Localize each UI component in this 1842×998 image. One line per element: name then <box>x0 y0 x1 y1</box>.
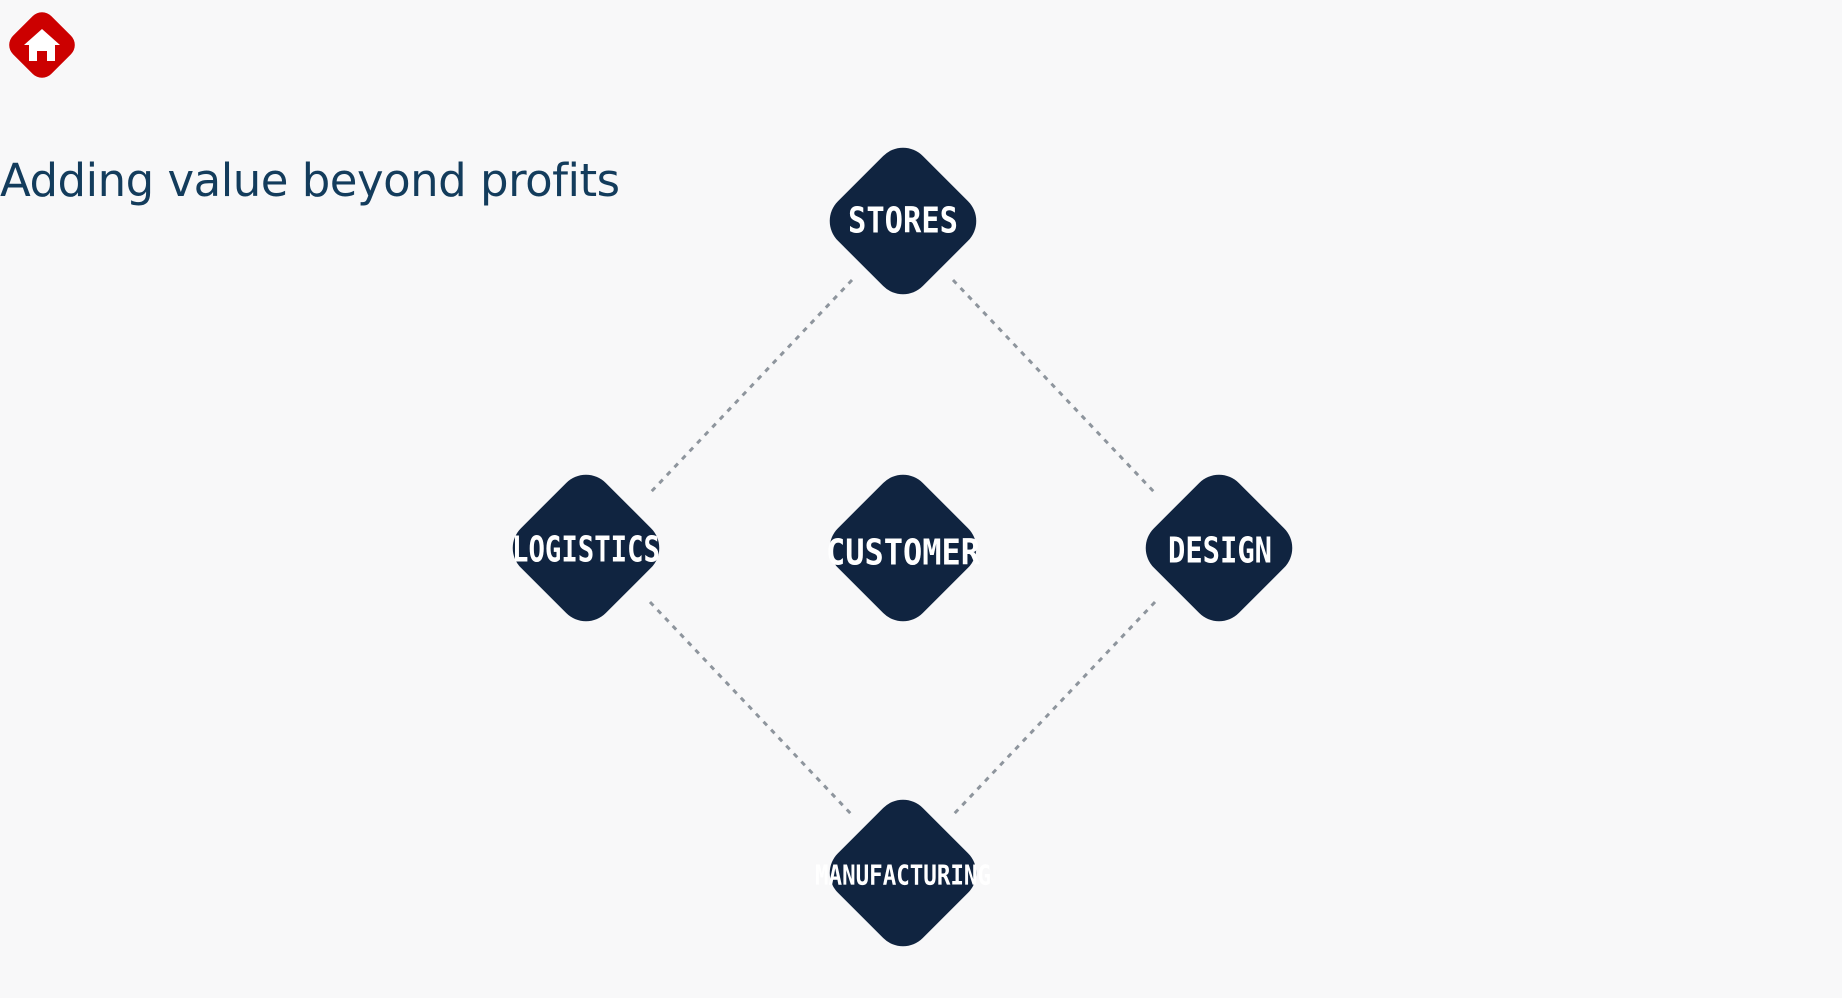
connector-stores-logistics <box>648 278 854 495</box>
page-title: Adding value beyond profits <box>0 154 620 207</box>
node-stores-shape <box>829 147 977 295</box>
node-design-label: DESIGN <box>1168 531 1272 572</box>
node-manufacturing-shape <box>829 799 977 947</box>
node-logistics-label: LOGISTICS <box>512 530 660 571</box>
node-logistics-shape <box>512 474 660 622</box>
node-customer-shape <box>829 474 977 622</box>
node-manufacturing: MANUFACTURING <box>815 799 991 947</box>
node-stores-label: STORES <box>848 201 958 242</box>
node-customer: CUSTOMER <box>826 474 980 622</box>
connectors <box>648 278 1157 817</box>
node-customer-label: CUSTOMER <box>826 533 980 574</box>
node-design: DESIGN <box>1145 474 1293 622</box>
node-design-shape <box>1145 474 1293 622</box>
node-manufacturing-label: MANUFACTURING <box>815 859 991 892</box>
node-logistics: LOGISTICS <box>512 474 660 622</box>
connector-logistics-manufacturing <box>648 600 854 817</box>
home-button[interactable] <box>2 5 82 85</box>
home-icon <box>9 12 75 78</box>
node-stores: STORES <box>829 147 977 295</box>
connector-design-manufacturing <box>951 600 1157 817</box>
connector-stores-design <box>951 278 1157 495</box>
